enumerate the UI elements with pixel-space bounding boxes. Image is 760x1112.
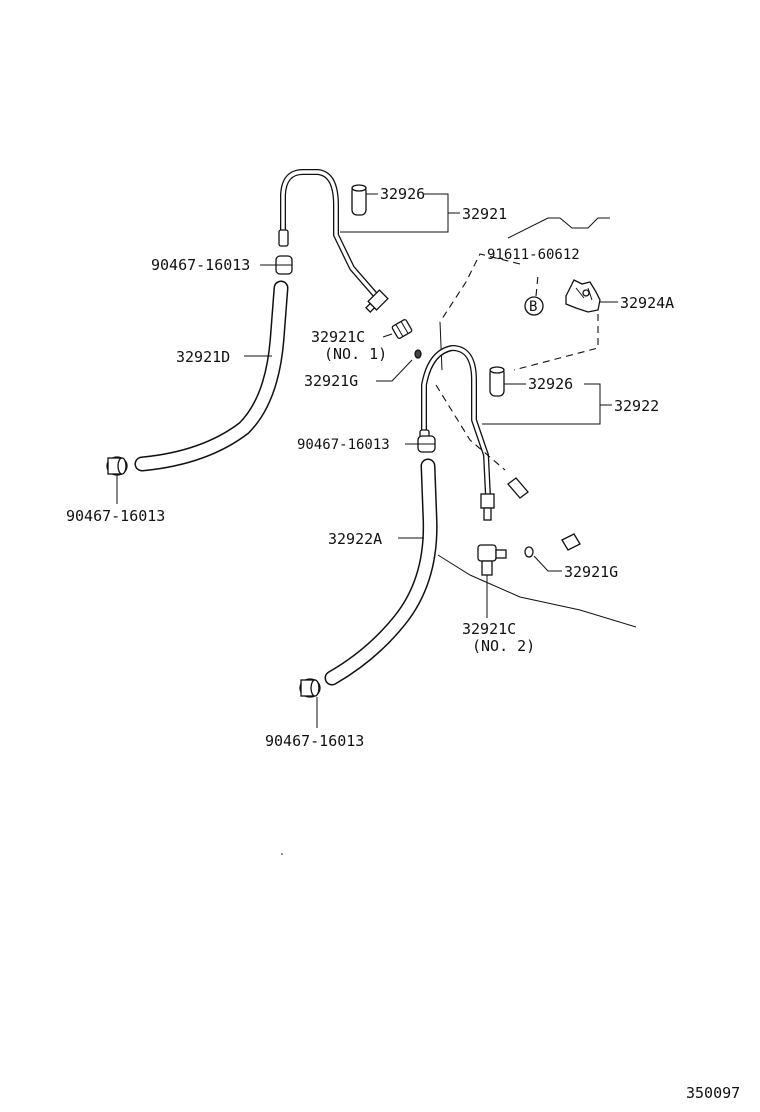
union-32921C-no2 xyxy=(477,544,507,618)
label-90467-d: 90467-16013 xyxy=(265,732,364,750)
label-32921C-no2-note: (NO. 2) xyxy=(472,637,535,655)
hose-32926-mid xyxy=(489,366,526,397)
clip-90467-b xyxy=(106,456,128,504)
hose-32921D xyxy=(134,280,289,472)
stray-mark xyxy=(281,853,283,855)
pipe-32921-nut xyxy=(365,289,389,313)
label-32921G-b: 32921G xyxy=(564,563,618,581)
bracket-32924A xyxy=(565,279,618,313)
union-32921C-no1 xyxy=(382,319,413,339)
pipe-32922-nut xyxy=(480,493,495,521)
label-32922: 32922 xyxy=(614,397,659,415)
pipe-32921-end-fitting xyxy=(278,229,289,247)
label-32924A: 32924A xyxy=(620,294,674,312)
label-90467-b: 90467-16013 xyxy=(66,507,165,525)
label-32926-top: 32926 xyxy=(380,185,425,203)
dashed-bracket-link xyxy=(513,314,599,371)
leader-32922-bracket xyxy=(482,383,601,425)
label-32921C-no1: 32921C xyxy=(311,328,365,346)
leader-ref-b xyxy=(535,274,539,297)
pipe-stub xyxy=(507,477,529,499)
ref-marker-b: B xyxy=(524,296,544,316)
hose-32926-top xyxy=(351,184,378,216)
label-32922A: 32922A xyxy=(328,530,382,548)
hose-32922A xyxy=(324,458,438,686)
pipe-32921 xyxy=(278,169,389,313)
label-91611: 91611-60612 xyxy=(487,247,580,263)
clip-90467-a xyxy=(260,255,293,275)
label-90467-c: 90467-16013 xyxy=(297,437,390,453)
gasket-32921G-b xyxy=(524,533,581,572)
diagram-number: 350097 xyxy=(686,1084,740,1102)
label-90467-a: 90467-16013 xyxy=(151,256,250,274)
label-32921G-a: 32921G xyxy=(304,372,358,390)
leader-91611 xyxy=(439,253,521,323)
label-32921C-no1-note: (NO. 1) xyxy=(324,345,387,363)
dashed-route-line xyxy=(435,384,506,471)
clip-90467-c xyxy=(405,435,436,453)
body-outline xyxy=(437,217,637,628)
label-32926-mid: 32926 xyxy=(528,375,573,393)
label-32921: 32921 xyxy=(462,205,507,223)
label-32921D: 32921D xyxy=(176,348,230,366)
gasket-32921G-a xyxy=(376,349,422,382)
label-32921C-no2: 32921C xyxy=(462,620,516,638)
svg-text:B: B xyxy=(529,299,537,315)
clip-90467-d xyxy=(299,678,321,728)
